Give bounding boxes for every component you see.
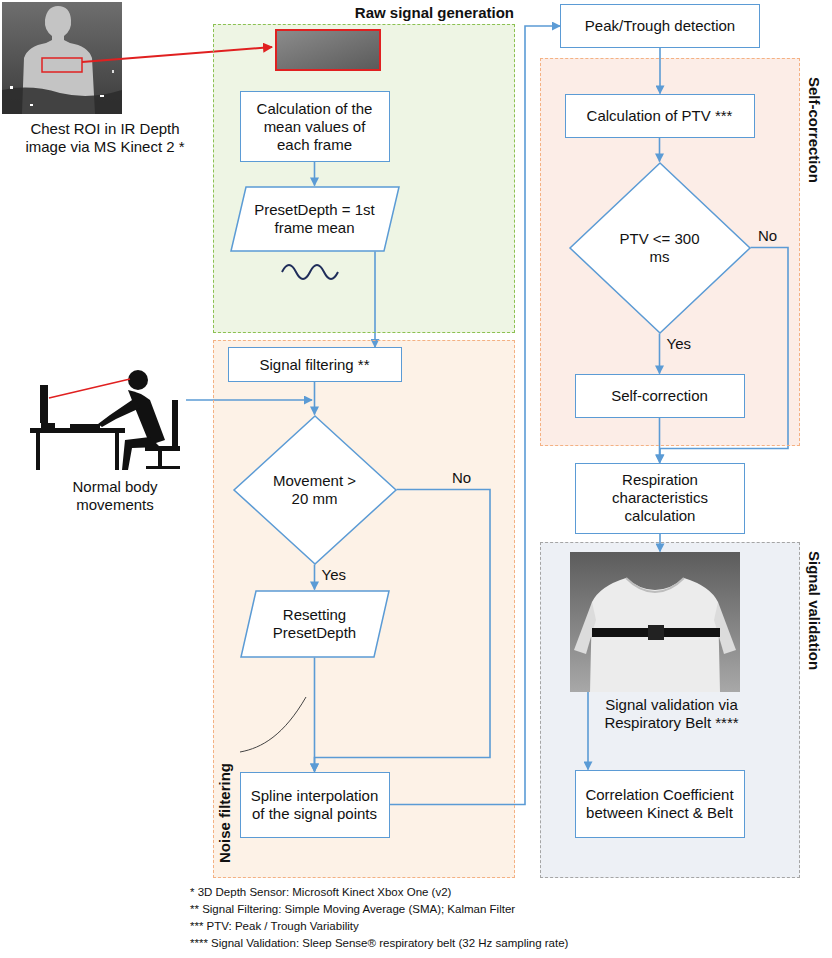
depth-image <box>30 104 33 106</box>
group-background <box>540 58 800 446</box>
group-title: Raw signal generation <box>355 4 514 22</box>
node-text: Signal validation via Respiratory Belt *… <box>601 696 743 732</box>
process-group: Signal validationSignal validation via R… <box>540 542 800 878</box>
group-title: Signal validation <box>805 551 823 670</box>
flow-connector <box>390 26 561 805</box>
belt-photo <box>590 578 720 692</box>
node-text: Calculation of the mean values of each f… <box>248 100 382 154</box>
flow-connector <box>314 658 316 772</box>
roi-crop-image <box>276 30 380 70</box>
branch-label: Yes <box>322 566 346 584</box>
process-box: Correlation Coefficient between Kinect &… <box>575 770 745 838</box>
belt-photo <box>570 552 740 692</box>
diamond-outline <box>234 416 396 564</box>
process-group: Raw signal generationCalculation of the … <box>213 24 515 333</box>
person-at-desk-figure <box>98 398 140 427</box>
signal-wave-icon <box>282 265 338 279</box>
belt-photo <box>626 578 684 592</box>
data-parallelogram: PresetDepth = 1st frame mean <box>230 186 400 252</box>
flow-connector <box>587 692 589 770</box>
process-box: Calculation of PTV *** <box>565 94 755 138</box>
person-at-desk-figure <box>30 370 180 470</box>
belt-photo <box>570 552 740 692</box>
footnote: * 3D Depth Sensor: Microsoft Kinect Xbox… <box>190 884 451 900</box>
process-box: Calculation of the mean values of each f… <box>240 91 390 162</box>
depth-image <box>2 2 122 114</box>
node-text: Movement > 20 mm <box>269 472 361 508</box>
person-at-desk-figure <box>36 433 40 470</box>
flow-connector <box>659 334 661 374</box>
group-title: Self-correction <box>805 77 823 183</box>
person-at-desk-figure <box>146 466 180 469</box>
footnote: *** PTV: Peak / Trough Variability <box>190 918 359 934</box>
flow-connector <box>659 418 661 463</box>
roi-pointer <box>82 47 272 62</box>
figure-caption: Chest ROI in IR Depth image via MS Kinec… <box>20 120 190 156</box>
person-at-desk-figure <box>158 451 162 466</box>
person-at-desk-figure <box>115 433 119 470</box>
depth-image <box>100 95 104 97</box>
node-text: Respiration characteristics calculation <box>583 471 737 525</box>
person-at-desk-figure <box>70 424 100 428</box>
parallelogram-outline <box>241 591 389 657</box>
process-group: Self-correction Calculation of PTV *** PTV… <box>540 58 800 446</box>
group-background <box>213 340 515 878</box>
process-box: Respiration characteristics calculation <box>575 463 745 534</box>
flow-connector <box>659 138 661 162</box>
branch-label: Yes <box>667 335 691 353</box>
node-text: PresetDepth = 1st frame mean <box>250 201 380 237</box>
branch-label: No <box>758 227 777 245</box>
person-at-desk-figure <box>172 400 178 448</box>
belt-photo <box>648 625 664 640</box>
person-at-desk-figure <box>41 423 55 428</box>
person-at-desk-figure <box>30 428 125 433</box>
footnote: **** Signal Validation: Sleep Sense® res… <box>190 935 568 951</box>
flow-connector <box>314 565 316 590</box>
footnote: ** Signal Filtering: Simple Moving Avera… <box>190 901 515 917</box>
node-text: Signal filtering ** <box>259 356 369 374</box>
node-text: Resetting PresetDepth <box>260 606 370 642</box>
depth-image <box>2 2 122 114</box>
person-at-desk-figure <box>122 437 160 470</box>
spline-curve-icon <box>240 697 306 752</box>
process-group: Noise filtering Signal filtering ** Moveme… <box>213 340 515 878</box>
node-text: Self-correction <box>611 387 708 405</box>
decision-diamond: Movement > 20 mm <box>233 415 397 565</box>
process-box: Signal filtering ** <box>228 347 402 382</box>
decision-diamond: PTV <= 300 ms <box>569 162 751 334</box>
person-at-desk-figure <box>128 370 148 390</box>
node-text: Spline interpolation of the signal point… <box>248 787 382 823</box>
branch-label: No <box>452 469 471 487</box>
node-text: Peak/Trough detection <box>585 17 735 35</box>
person-at-desk-figure <box>49 379 130 398</box>
group-background <box>213 24 515 333</box>
depth-image <box>112 70 114 73</box>
data-parallelogram: Resetting PresetDepth <box>240 590 390 658</box>
flow-connector <box>314 382 316 415</box>
node-text: PTV <= 300 ms <box>614 230 706 266</box>
node-text: Calculation of PTV *** <box>587 107 733 125</box>
node-text: Correlation Coefficient between Kinect &… <box>583 786 737 822</box>
photo-panel: Signal validation via Respiratory Belt *… <box>565 552 745 760</box>
depth-image <box>10 86 13 89</box>
flow-connector <box>659 48 661 94</box>
person-at-desk-figure <box>40 385 48 423</box>
diamond-outline <box>570 163 750 333</box>
person-at-desk-figure <box>128 390 165 445</box>
process-box: Self-correction <box>575 374 745 418</box>
process-box: Spline interpolation of the signal point… <box>240 772 390 838</box>
depth-image <box>2 88 122 114</box>
figure-caption: Normal body movements <box>40 478 190 514</box>
group-title: Noise filtering <box>216 763 234 863</box>
process-box: Peak/Trough detection <box>560 4 760 48</box>
movement-input-arrow <box>186 399 312 401</box>
group-background <box>540 542 800 878</box>
flow-connector <box>314 162 316 186</box>
parallelogram-outline <box>231 187 399 251</box>
depth-image <box>42 58 82 72</box>
